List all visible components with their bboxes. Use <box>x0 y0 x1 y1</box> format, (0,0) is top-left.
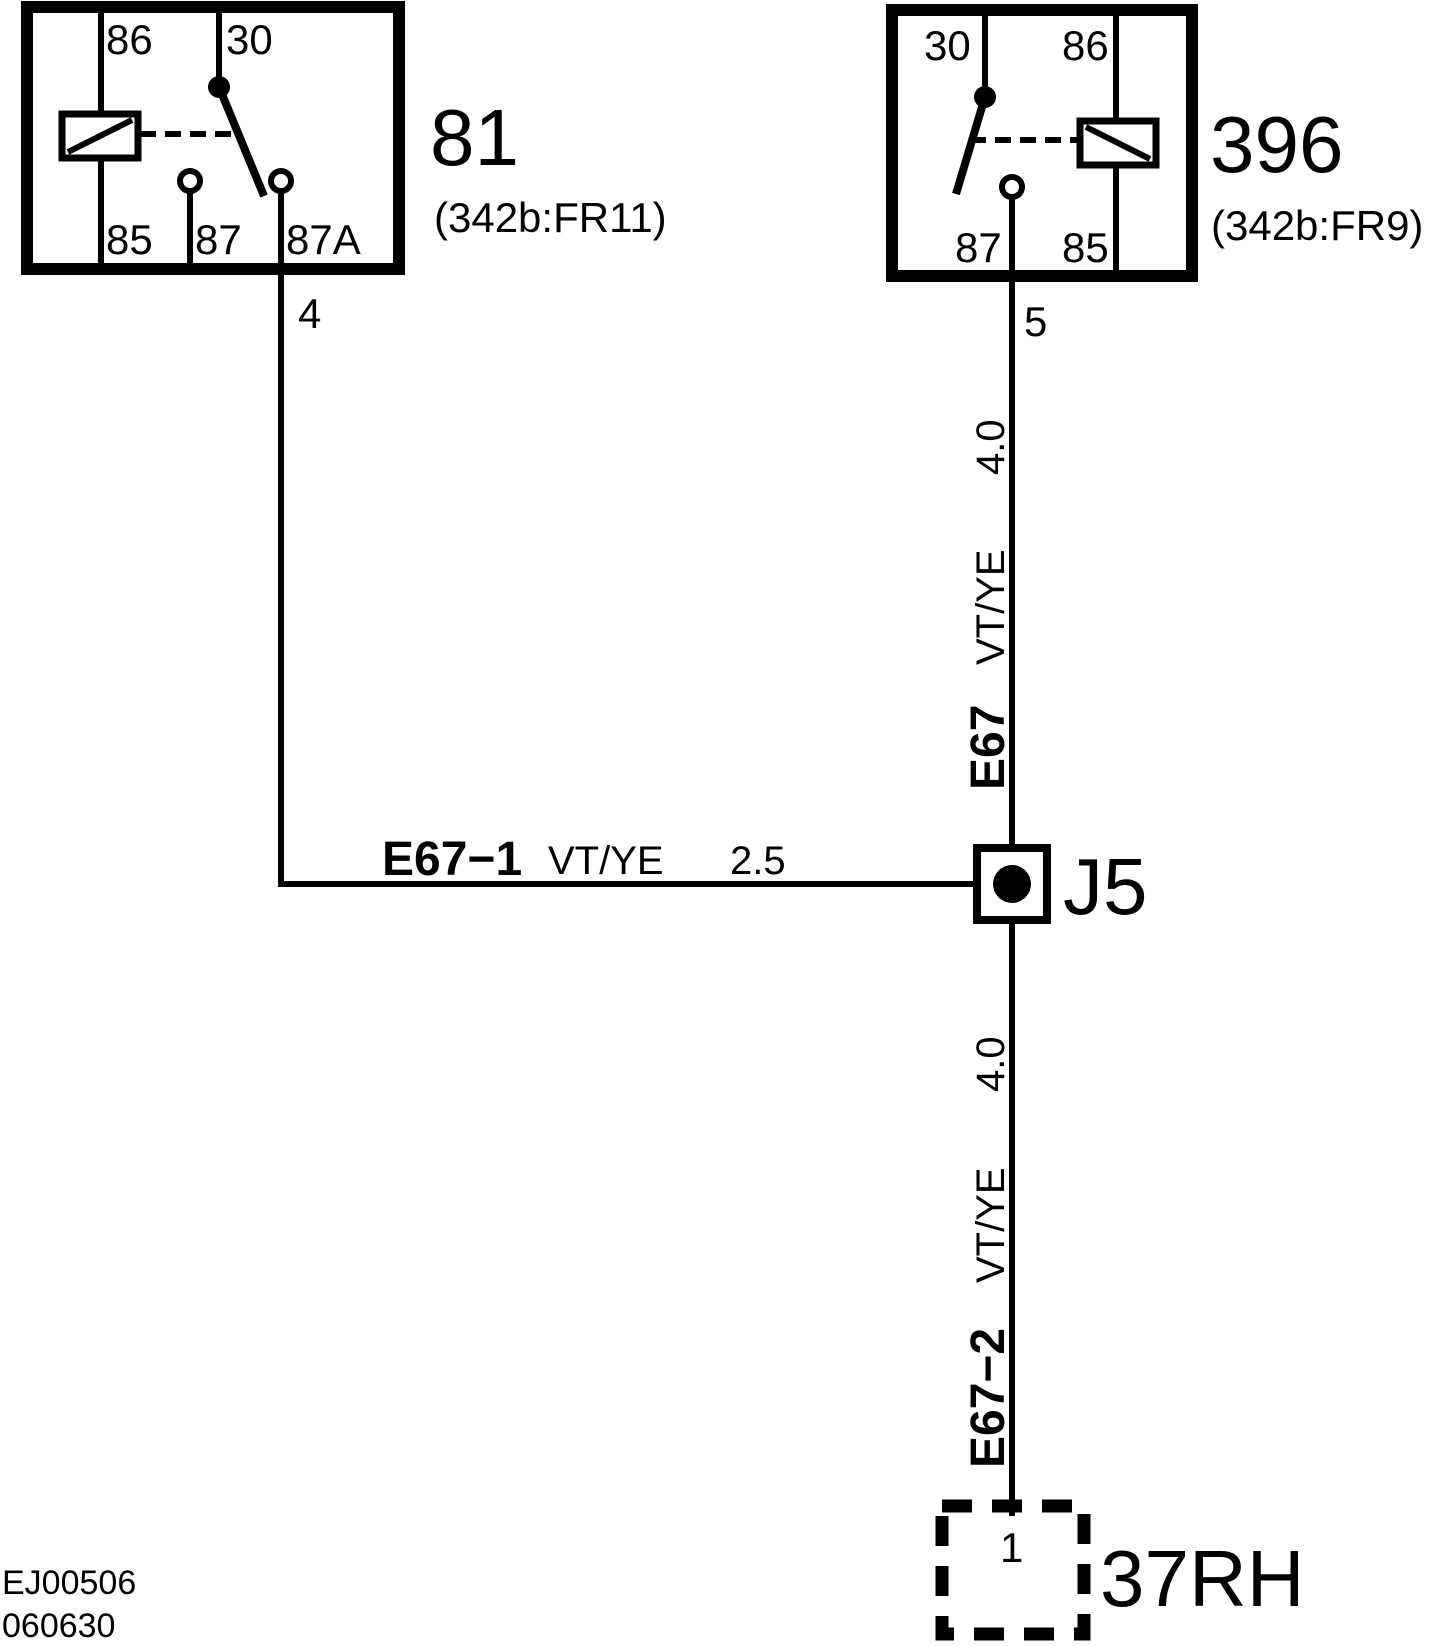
relay-81-housing <box>21 1 405 275</box>
connector-label: 37RH <box>1100 1534 1305 1623</box>
junction-label: J5 <box>1063 842 1148 931</box>
relay-396-location: (342b:FR9) <box>1211 202 1423 249</box>
wire-e67-color: VT/YE <box>969 549 1013 665</box>
relay-81[interactable]: 86 30 85 87 87A 81 (342b:FR11) <box>21 1 667 275</box>
relay-396-ref: 396 <box>1210 100 1343 189</box>
relay-396-pin-87: 87 <box>955 224 1002 271</box>
wire-e67-1-size: 2.5 <box>730 839 786 883</box>
junction-dot-icon <box>993 865 1031 903</box>
relay-coil-icon <box>1076 117 1160 169</box>
relay-396-pin-85: 85 <box>1062 224 1109 271</box>
diagram-code: EJ00506 <box>2 1564 136 1602</box>
wire-e67-2-color: VT/YE <box>969 1167 1013 1283</box>
relay-coil-icon <box>58 110 142 162</box>
relay-switch-icon <box>177 76 294 198</box>
relay-396-pin-86: 86 <box>1062 22 1109 69</box>
diagram-date: 060630 <box>2 1607 115 1645</box>
relay-81-pin-87a: 87A <box>286 216 361 263</box>
wire-e67-circuit: E67 <box>962 705 1015 790</box>
relay-switch-icon <box>952 86 1025 200</box>
junction-j5[interactable]: J5 <box>973 842 1148 931</box>
relay-81-pin-87: 87 <box>195 216 242 263</box>
wire-e67-size: 4.0 <box>969 419 1013 475</box>
relay-81-location: (342b:FR11) <box>434 194 667 241</box>
connector-outline-icon <box>935 1499 1091 1641</box>
relay-81-output-pin: 4 <box>298 290 321 337</box>
wire-e67-1-circuit: E67−1 <box>382 833 522 886</box>
relay-396-housing <box>886 4 1198 282</box>
relay-396[interactable]: 30 86 87 85 396 (342b:FR9) <box>886 4 1423 282</box>
connector-pin-1: 1 <box>1000 1524 1023 1571</box>
wire-e67-2-circuit: E67−2 <box>962 1328 1015 1468</box>
connector-37rh[interactable]: 1 37RH <box>935 1499 1305 1641</box>
relay-81-pin-86: 86 <box>106 16 153 63</box>
relay-81-pin-85: 85 <box>106 216 153 263</box>
wire-e67-1[interactable] <box>278 269 1012 887</box>
relay-396-output-pin: 5 <box>1024 298 1047 345</box>
relay-81-pin-30: 30 <box>226 16 273 63</box>
relay-396-pin-30: 30 <box>924 22 971 69</box>
wire-e67-2-size: 4.0 <box>969 1036 1013 1092</box>
relay-81-ref: 81 <box>430 93 519 182</box>
wire-e67-1-color: VT/YE <box>548 839 664 883</box>
